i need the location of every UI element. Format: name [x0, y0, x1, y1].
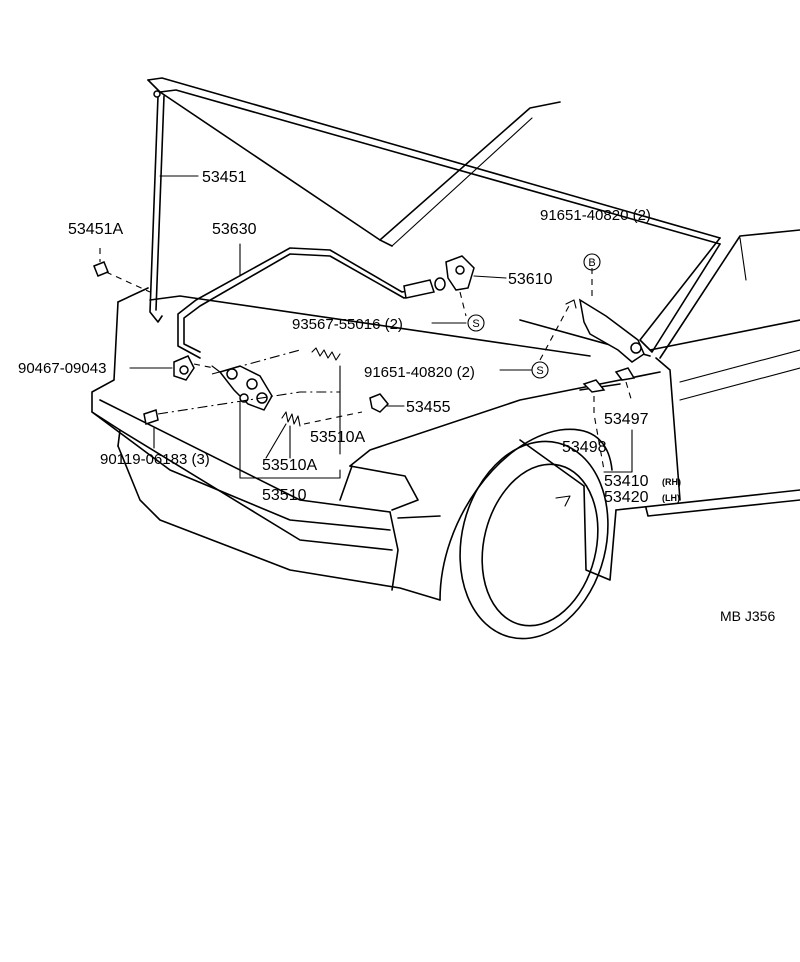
- label-53498: 53498: [562, 439, 607, 456]
- symbol-s-upper: S: [467, 314, 485, 332]
- small-parts: [93, 255, 645, 427]
- label-53630: 53630: [212, 221, 257, 238]
- svg-text:S: S: [472, 318, 479, 330]
- label-53410: 53410: [604, 473, 649, 490]
- label-53510a-second: 53510A: [262, 457, 317, 474]
- label-91651-mid: 91651-40820 (2): [364, 364, 475, 381]
- hood-latch: [211, 365, 273, 411]
- figure-reference: MB J356: [720, 608, 775, 624]
- label-53420-side: (LH): [662, 493, 680, 503]
- label-53510: 53510: [262, 487, 307, 504]
- label-53497: 53497: [604, 411, 649, 428]
- label-90467: 90467-09043: [18, 360, 106, 377]
- symbol-b: B: [583, 253, 601, 271]
- label-93567: 93567-55016 (2): [292, 316, 403, 333]
- label-53451a: 53451A: [68, 221, 123, 238]
- label-53510a-first: 53510A: [310, 429, 365, 446]
- svg-text:B: B: [588, 257, 595, 269]
- label-53410-side: (RH): [662, 477, 681, 487]
- release-cable: [177, 247, 446, 359]
- hood-support-rod: [149, 90, 165, 323]
- leader-lines: [99, 175, 633, 479]
- label-90119: 90119-06183 (3): [100, 451, 210, 468]
- label-53455: 53455: [406, 399, 451, 416]
- label-53610: 53610: [508, 271, 553, 288]
- symbol-s-lower: S: [531, 361, 549, 379]
- hood: [147, 77, 721, 353]
- label-53451: 53451: [202, 169, 247, 186]
- label-91651-top: 91651-40820 (2): [540, 207, 651, 224]
- label-53420: 53420: [604, 489, 649, 506]
- front-wheel: [439, 428, 613, 640]
- svg-text:S: S: [536, 365, 543, 377]
